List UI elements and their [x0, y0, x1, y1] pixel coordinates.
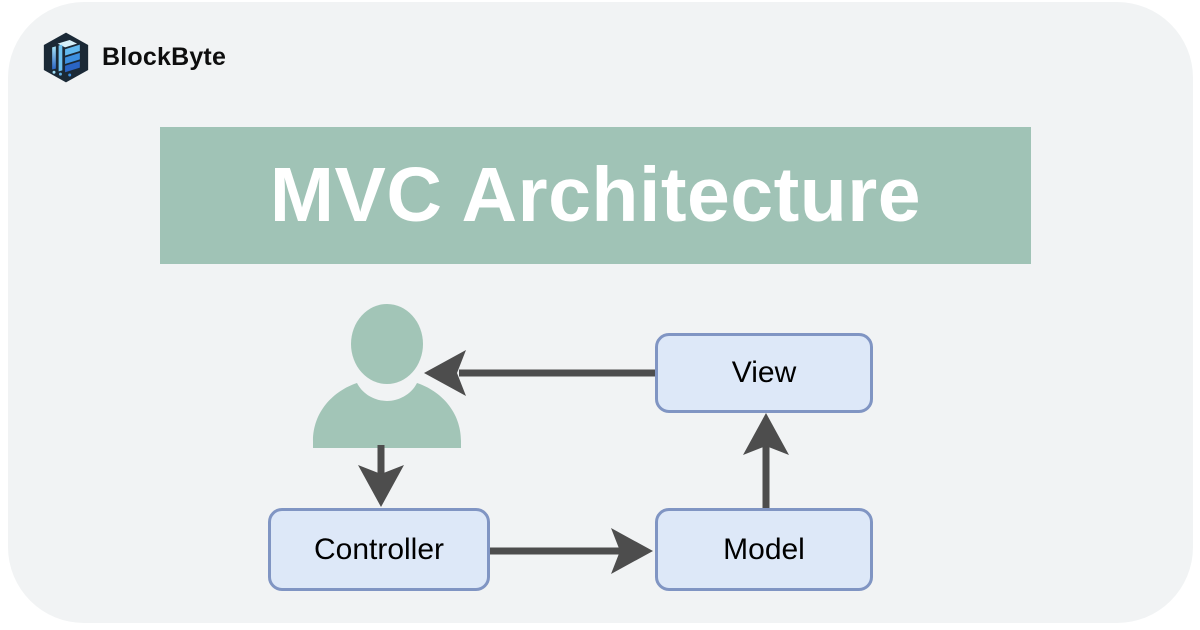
title-banner: MVC Architecture [160, 127, 1031, 264]
page-title: MVC Architecture [269, 152, 922, 238]
blockbyte-cube-logo-icon [43, 32, 89, 83]
node-view-label: View [731, 356, 797, 389]
node-controller: Controller [268, 508, 490, 591]
node-controller-label: Controller [313, 532, 445, 566]
content-card [8, 2, 1193, 623]
node-model: Model [655, 508, 873, 591]
node-view: View [655, 333, 873, 413]
brand-name: BlockByte [102, 43, 227, 71]
brand-header: BlockByte [42, 31, 226, 84]
node-model-label: Model [723, 532, 805, 566]
